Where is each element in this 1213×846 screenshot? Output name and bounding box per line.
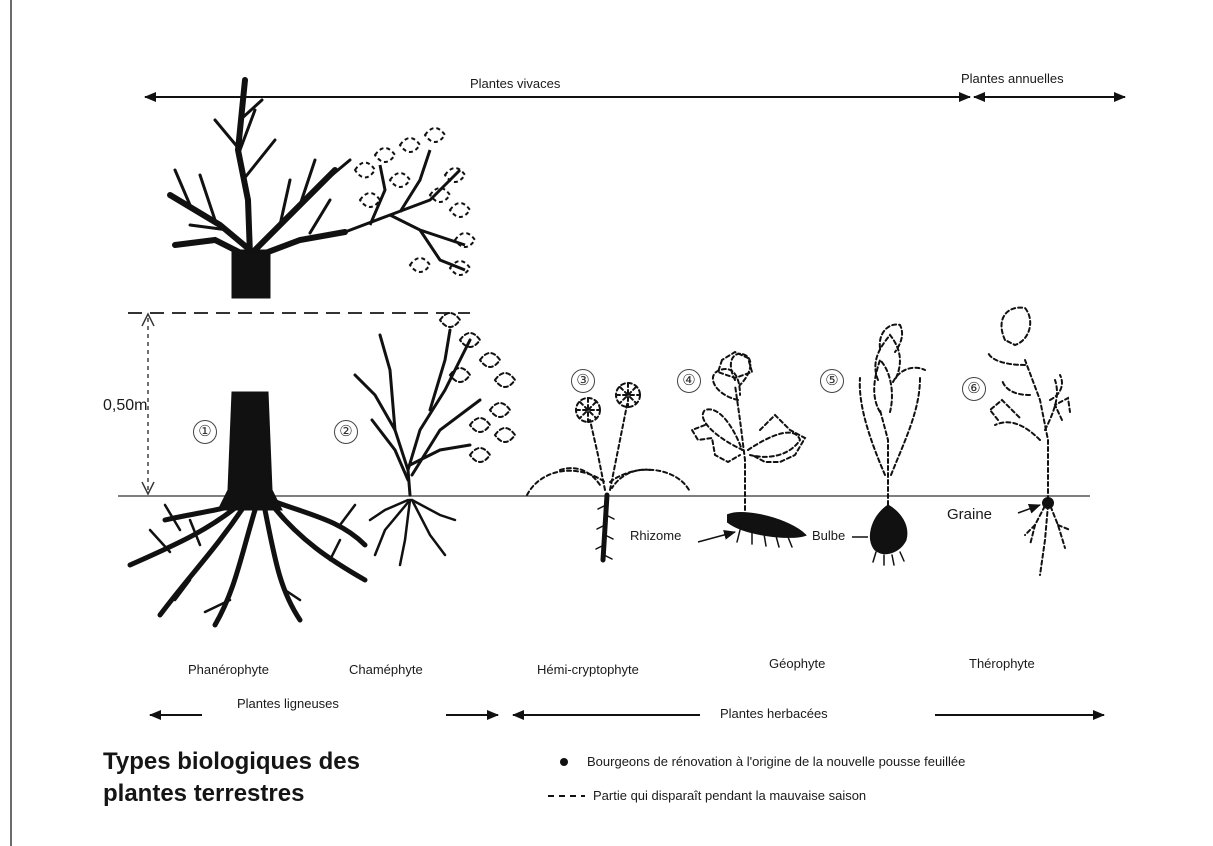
label-rhizome: Rhizome [630,528,681,543]
legend-bud-dot-icon [560,758,568,766]
number-6-icon: ⑥ [962,377,986,401]
legend-bud-text: Bourgeons de rénovation à l'origine de l… [587,754,965,769]
number-2-icon: ② [334,420,358,444]
label-plantes-herbacees: Plantes herbacées [720,706,828,721]
geophyte-bulb-plant-icon [860,324,925,565]
number-4-icon: ④ [677,369,701,393]
type-geophyte: Géophyte [769,656,825,671]
chamephyte-shrub-icon [355,313,515,565]
label-graine: Graine [947,506,992,523]
type-hemicryptophyte: Hémi-cryptophyte [537,662,639,677]
graine-pointer-arrow [1018,505,1040,513]
therophyte-plant-icon [988,308,1070,575]
geophyte-rhizome-plant-icon [692,352,805,547]
diagram-title: Types biologiques des plantes terrestres [103,746,423,810]
label-plantes-vivaces: Plantes vivaces [470,76,560,91]
label-height-marker: 0,50m [103,397,147,415]
label-bulbe: Bulbe [812,528,845,543]
number-1-icon: ① [193,420,217,444]
type-chamephyte: Chaméphyte [349,662,423,677]
phanerophyte-tree-icon [130,80,475,625]
type-phanerophyte: Phanérophyte [188,662,269,677]
number-5-icon: ⑤ [820,369,844,393]
legend-dashed-text: Partie qui disparaît pendant la mauvaise… [593,788,866,803]
label-plantes-annuelles: Plantes annuelles [961,71,1064,86]
number-3-icon: ③ [571,369,595,393]
label-plantes-ligneuses: Plantes ligneuses [237,696,339,711]
rhizome-pointer-arrow [698,532,735,542]
type-therophyte: Thérophyte [969,656,1035,671]
